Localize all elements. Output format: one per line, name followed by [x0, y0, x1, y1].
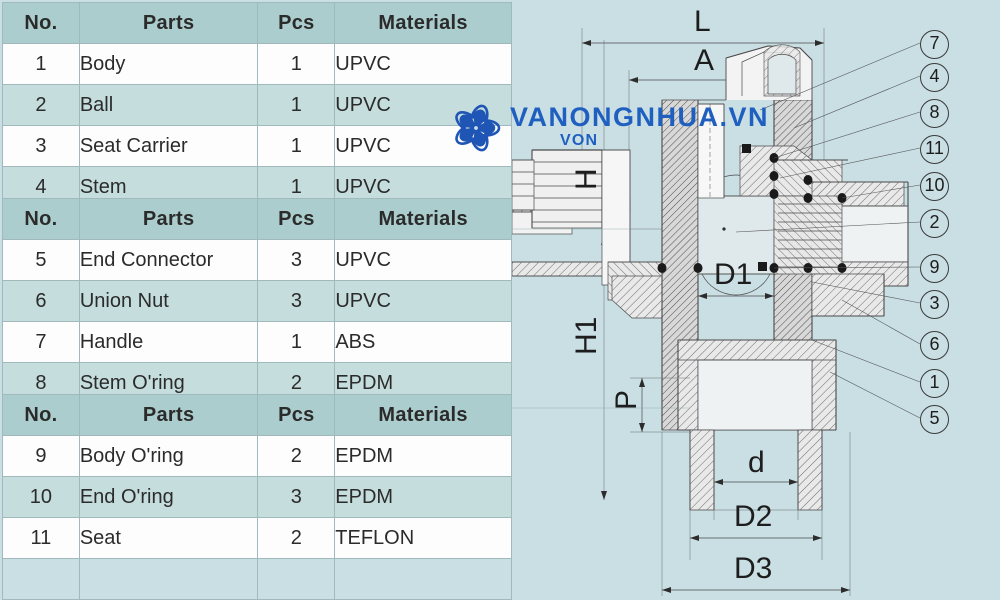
table-header-row: No. Parts Pcs Materials: [2, 198, 512, 240]
cell-materials: UPVC: [334, 84, 512, 126]
cell-pcs: [257, 558, 336, 600]
table-row: 2 Ball 1 UPVC: [2, 84, 512, 126]
table-header-row: No. Parts Pcs Materials: [2, 2, 512, 44]
cell-materials: UPVC: [334, 239, 512, 281]
cell-parts: Seat Carrier: [78, 125, 259, 167]
table-row: 5 End Connector 3 UPVC: [2, 239, 512, 281]
cell-pcs: 3: [257, 476, 336, 518]
table-row-empty: [2, 558, 512, 600]
cell-no: 3: [2, 125, 80, 167]
callout-bubble-8[interactable]: 8: [920, 99, 949, 128]
column-header-parts: Parts: [78, 198, 259, 240]
callout-bubble-4[interactable]: 4: [920, 63, 949, 92]
column-header-materials: Materials: [334, 2, 512, 44]
callout-bubble-7[interactable]: 7: [920, 30, 949, 59]
callout-bubble-5[interactable]: 5: [920, 405, 949, 434]
table-row: 7 Handle 1 ABS: [2, 321, 512, 363]
cell-no: 11: [2, 517, 80, 559]
callout-bubble-3[interactable]: 3: [920, 290, 949, 319]
valve-technical-drawing: L A H H1 P D1 d D2 D3 7 4 8 11 10 2 9 3 …: [512, 0, 1000, 600]
callout-bubble-10[interactable]: 10: [920, 172, 949, 201]
cell-pcs: 1: [257, 84, 336, 126]
cell-materials: UPVC: [334, 43, 512, 85]
cell-pcs: 3: [257, 280, 336, 322]
callout-bubble-6[interactable]: 6: [920, 331, 949, 360]
callout-bubble-11[interactable]: 11: [920, 135, 949, 164]
table-header-row: No. Parts Pcs Materials: [2, 394, 512, 436]
cell-materials: EPDM: [334, 435, 512, 477]
cell-no: 10: [2, 476, 80, 518]
parts-table-3: No. Parts Pcs Materials 9 Body O'ring 2 …: [2, 394, 512, 600]
cell-pcs: 2: [257, 435, 336, 477]
cell-parts: Ball: [78, 84, 259, 126]
column-header-pcs: Pcs: [257, 198, 336, 240]
table-row: 11 Seat 2 TEFLON: [2, 517, 512, 559]
column-header-no: No.: [2, 2, 80, 44]
cell-no: 7: [2, 321, 80, 363]
table-row: 6 Union Nut 3 UPVC: [2, 280, 512, 322]
cell-parts: End Connector: [78, 239, 259, 281]
cell-no: 5: [2, 239, 80, 281]
cell-pcs: 1: [257, 125, 336, 167]
column-header-parts: Parts: [78, 2, 259, 44]
table-row: 3 Seat Carrier 1 UPVC: [2, 125, 512, 167]
column-header-no: No.: [2, 198, 80, 240]
cell-no: 2: [2, 84, 80, 126]
cell-pcs: 1: [257, 43, 336, 85]
callout-bubble-1[interactable]: 1: [920, 369, 949, 398]
cell-materials: [334, 558, 512, 600]
cell-parts: Body O'ring: [78, 435, 259, 477]
cell-materials: UPVC: [334, 280, 512, 322]
cell-no: 1: [2, 43, 80, 85]
cell-parts: Body: [78, 43, 259, 85]
cell-materials: UPVC: [334, 125, 512, 167]
column-header-parts: Parts: [78, 394, 259, 436]
cell-materials: ABS: [334, 321, 512, 363]
column-header-no: No.: [2, 394, 80, 436]
column-header-pcs: Pcs: [257, 394, 336, 436]
table-row: 9 Body O'ring 2 EPDM: [2, 435, 512, 477]
column-header-materials: Materials: [334, 394, 512, 436]
table-row: 1 Body 1 UPVC: [2, 43, 512, 85]
parts-table-2: No. Parts Pcs Materials 5 End Connector …: [2, 198, 512, 404]
cell-pcs: 1: [257, 321, 336, 363]
cell-no: 6: [2, 280, 80, 322]
parts-tables-panel: No. Parts Pcs Materials 1 Body 1 UPVC 2 …: [2, 2, 512, 600]
cell-parts: [78, 558, 259, 600]
cell-pcs: 3: [257, 239, 336, 281]
column-header-materials: Materials: [334, 198, 512, 240]
cell-no: 9: [2, 435, 80, 477]
callout-bubble-9[interactable]: 9: [920, 254, 949, 283]
cell-parts: End O'ring: [78, 476, 259, 518]
cell-parts: Union Nut: [78, 280, 259, 322]
callout-bubble-2[interactable]: 2: [920, 209, 949, 238]
cell-parts: Handle: [78, 321, 259, 363]
valve-cross-section-svg: [512, 28, 921, 596]
cell-materials: EPDM: [334, 476, 512, 518]
cell-materials: TEFLON: [334, 517, 512, 559]
cell-parts: Seat: [78, 517, 259, 559]
parts-table-1: No. Parts Pcs Materials 1 Body 1 UPVC 2 …: [2, 2, 512, 208]
table-row: 10 End O'ring 3 EPDM: [2, 476, 512, 518]
column-header-pcs: Pcs: [257, 2, 336, 44]
cell-pcs: 2: [257, 517, 336, 559]
cell-no: [2, 558, 80, 600]
